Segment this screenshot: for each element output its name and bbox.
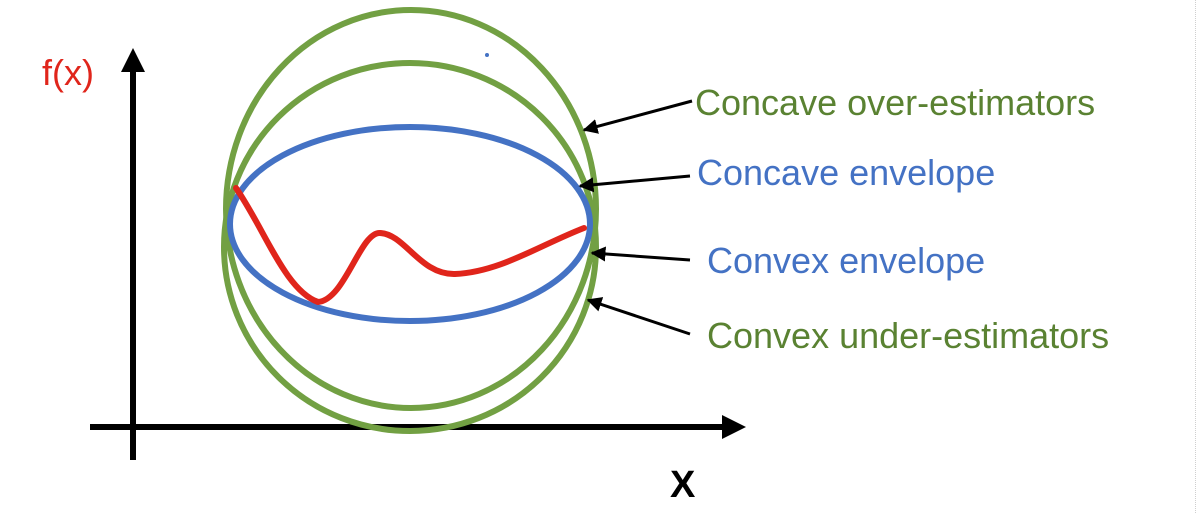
envelope-ellipse [227,124,593,324]
label-convex-under-estimators: Convex under-estimators [707,315,1109,356]
arrow-convex-env [590,246,691,262]
label-concave-envelope: Concave envelope [697,152,995,193]
label-concave-over-estimators: Concave over-estimators [695,82,1095,123]
concave-over-estimator-ellipse [223,7,599,411]
arrow-concave-over [582,99,693,134]
x-axis-label: X [670,464,696,506]
arrow-concave-env [578,174,691,193]
label-convex-envelope: Convex envelope [707,240,985,281]
small-dot [485,53,489,57]
y-axis-arrowhead [121,48,145,72]
arrow-convex-under [586,297,691,336]
y-axis-label: f(x) [42,52,94,93]
page-edge-guide [1195,0,1196,513]
function-curve [233,185,587,306]
x-axis-arrowhead [722,415,746,439]
